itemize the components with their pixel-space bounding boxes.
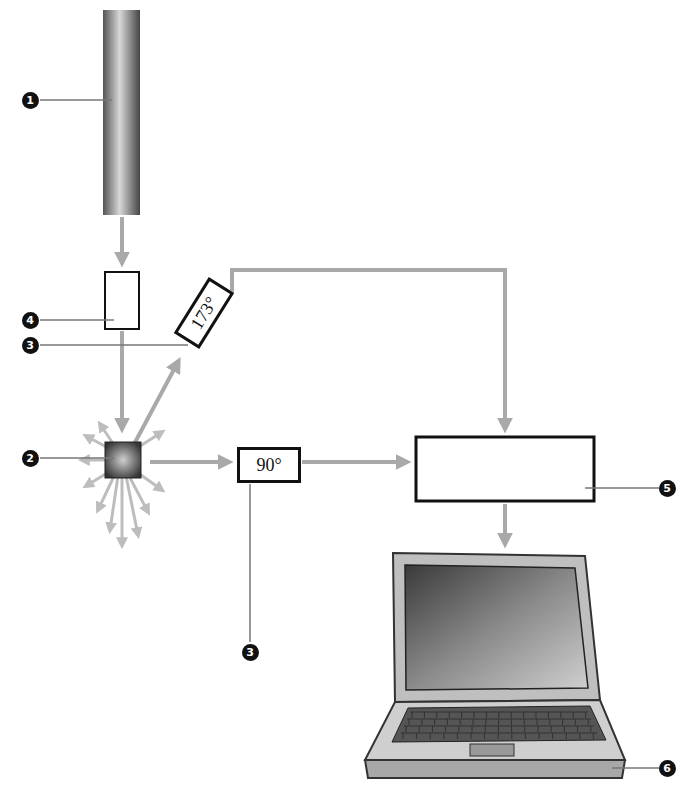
laser-tube xyxy=(103,10,140,215)
keyboard-keys xyxy=(401,712,597,739)
callout-number: 2 xyxy=(22,450,39,467)
detector-box: 90° xyxy=(237,447,301,483)
callout-number: 2 xyxy=(26,453,34,464)
callout-number: 3 xyxy=(246,647,254,658)
laptop-computer xyxy=(365,553,625,778)
callout-number: 3 xyxy=(242,644,259,661)
callout-number: 3 xyxy=(22,337,39,354)
leader-lines xyxy=(40,100,659,768)
detector-box: 173° xyxy=(174,277,234,349)
scattered-light xyxy=(82,424,162,545)
correlator-box xyxy=(416,437,594,501)
angle-label: 173° xyxy=(186,293,222,333)
angle-label: 90° xyxy=(256,455,281,476)
callout-number: 5 xyxy=(663,483,671,494)
callout-number: 4 xyxy=(26,315,34,326)
sample-cell xyxy=(105,442,141,478)
callout-number: 4 xyxy=(22,312,39,329)
callout-number: 1 xyxy=(22,92,39,109)
callout-number: 5 xyxy=(659,480,676,497)
callout-number: 6 xyxy=(659,760,676,777)
callout-number: 1 xyxy=(26,95,34,106)
callout-number: 3 xyxy=(26,340,34,351)
callout-number: 6 xyxy=(663,763,671,774)
